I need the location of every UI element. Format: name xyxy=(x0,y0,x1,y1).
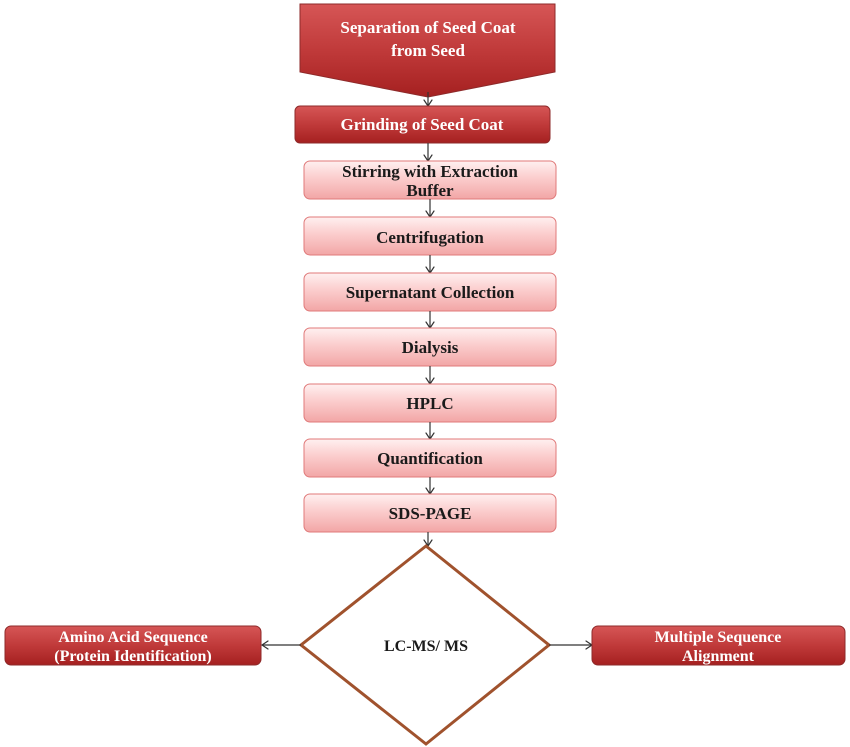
node-multiple-sequence-alignment: Multiple Sequence Alignment xyxy=(591,625,846,666)
node-separation-line1: Separation of Seed Coat xyxy=(340,18,516,37)
node-stirring: Stirring with Extraction Buffer xyxy=(303,160,557,200)
node-stirring-line1: Stirring with Extraction xyxy=(342,162,518,181)
node-lc-ms-ms: LC-MS/ MS xyxy=(298,544,552,746)
node-centrifugation-label: Centrifugation xyxy=(376,228,484,247)
node-dialysis-label: Dialysis xyxy=(402,338,459,357)
node-quantification-label: Quantification xyxy=(377,449,483,468)
node-dialysis: Dialysis xyxy=(303,327,557,367)
node-sds-page-label: SDS-PAGE xyxy=(389,504,472,523)
node-msa-line2: Alignment xyxy=(682,648,755,665)
node-msa-line1: Multiple Sequence xyxy=(655,629,782,646)
node-centrifugation: Centrifugation xyxy=(303,216,557,256)
connector-decision-right xyxy=(549,640,593,650)
connector-sdspage-decision xyxy=(423,532,433,547)
connector-quantification-sdspage xyxy=(425,477,435,495)
connector-centrifugation-supernatant xyxy=(425,255,435,274)
connector-supernatant-dialysis xyxy=(425,311,435,329)
connector-grinding-stirring xyxy=(423,143,433,162)
connector-decision-left xyxy=(261,640,301,650)
node-amino-acid-sequence: Amino Acid Sequence (Protein Identificat… xyxy=(4,625,262,666)
node-stirring-line2: Buffer xyxy=(406,181,454,200)
node-grinding: Grinding of Seed Coat xyxy=(294,105,551,144)
connector-dialysis-hplc xyxy=(425,366,435,385)
node-hplc-label: HPLC xyxy=(406,394,453,413)
node-supernatant: Supernatant Collection xyxy=(303,272,557,312)
node-hplc: HPLC xyxy=(303,383,557,423)
node-lc-ms-ms-label: LC-MS/ MS xyxy=(384,638,468,655)
node-separation: Separation of Seed Coat from Seed xyxy=(299,3,556,98)
connector-hplc-quantification xyxy=(425,422,435,440)
node-amino-acid-line1: Amino Acid Sequence xyxy=(58,629,207,646)
node-grinding-label: Grinding of Seed Coat xyxy=(341,115,504,134)
node-amino-acid-line2: (Protein Identification) xyxy=(54,648,211,665)
node-sds-page: SDS-PAGE xyxy=(303,493,557,533)
node-quantification: Quantification xyxy=(303,438,557,478)
node-separation-line2: from Seed xyxy=(391,41,465,60)
connector-stirring-centrifugation xyxy=(425,199,435,218)
node-supernatant-label: Supernatant Collection xyxy=(346,283,515,302)
